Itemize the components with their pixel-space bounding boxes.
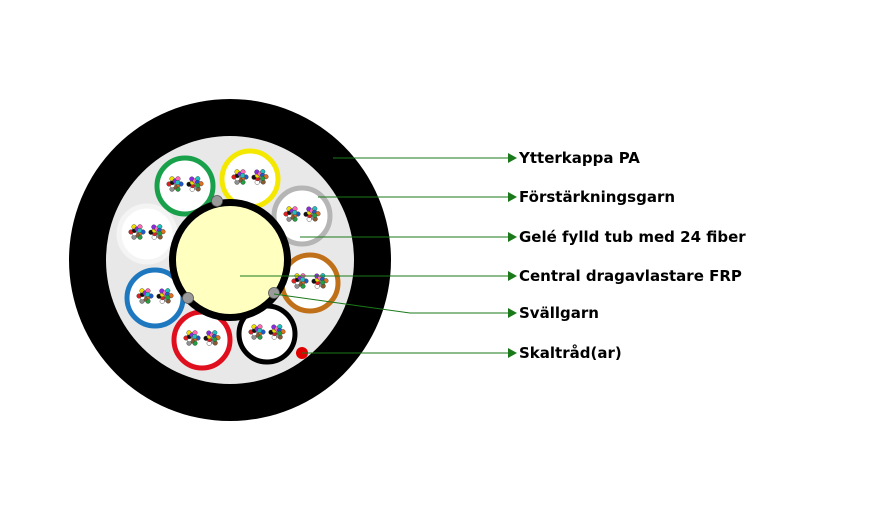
optical-fiber <box>292 209 298 215</box>
leader-swelling-yarn <box>273 293 508 314</box>
arrow-head <box>508 232 517 242</box>
fiber-bundle <box>268 324 286 340</box>
fiber-bundle <box>156 288 174 304</box>
fiber-bundle <box>251 169 269 185</box>
arrow-head <box>508 348 517 358</box>
fiber-bundle <box>166 176 184 192</box>
tube-ring-white <box>116 203 178 265</box>
swelling-yarn-dot <box>268 287 280 299</box>
optical-fiber <box>195 182 201 188</box>
label-strength-yarn: Förstärkningsgarn <box>519 188 675 206</box>
tube-ring-gray <box>271 185 333 247</box>
optical-fiber <box>312 212 318 218</box>
swelling-yarn-dot <box>182 292 194 304</box>
optical-fiber <box>260 175 266 181</box>
fiber-bundle <box>186 176 204 192</box>
fiber-bundle <box>311 273 329 289</box>
loose-tubes <box>116 148 341 371</box>
leader-lines <box>240 153 517 358</box>
label-swelling-yarn: Svällgarn <box>519 304 599 322</box>
fiber-bundle <box>128 224 146 240</box>
fiber-bundle <box>248 324 266 340</box>
arrow-head <box>508 271 517 281</box>
cable-cross-section <box>69 99 391 421</box>
fiber-bundle <box>203 330 221 346</box>
optical-fiber <box>165 294 171 300</box>
optical-fiber <box>175 179 181 185</box>
optical-fiber <box>300 277 306 283</box>
optical-fiber <box>212 336 218 342</box>
loose-tube-gray <box>271 185 333 247</box>
label-central-member: Central dragavlastare FRP <box>519 267 742 285</box>
arrow-head <box>508 308 517 318</box>
label-ripcord: Skaltråd(ar) <box>519 344 622 362</box>
tube-ring-yellow <box>219 148 281 210</box>
optical-fiber <box>320 279 326 285</box>
label-outer-jacket: Ytterkappa PA <box>518 149 640 167</box>
swelling-yarns <box>182 195 280 304</box>
loose-tube-green <box>154 155 216 217</box>
optical-fiber <box>257 328 263 334</box>
loose-tube-yellow <box>219 148 281 210</box>
loose-tube-white <box>116 203 178 265</box>
optical-fiber <box>145 292 151 298</box>
label-gel-tube: Gelé fylld tub med 24 fiber <box>519 228 746 246</box>
component-labels: Ytterkappa PA Förstärkningsgarn Gelé fyl… <box>518 149 746 362</box>
optical-fiber <box>157 230 163 236</box>
fiber-bundle <box>148 224 166 240</box>
optical-fiber <box>137 227 143 233</box>
arrow-head <box>508 192 517 202</box>
optical-fiber <box>240 172 246 178</box>
fiber-bundle <box>136 288 154 304</box>
fiber-bundle <box>231 169 249 185</box>
central-strength-member <box>176 206 284 314</box>
fiber-bundle <box>283 206 301 222</box>
fiber-bundle <box>291 273 309 289</box>
loose-tube-black <box>236 303 298 365</box>
fiber-bundle <box>183 330 201 346</box>
swelling-yarn-dot <box>211 195 223 207</box>
arrow-head <box>508 153 517 163</box>
fiber-bundle <box>303 206 321 222</box>
optical-fiber <box>192 334 198 340</box>
tube-ring-green <box>154 155 216 217</box>
optical-fiber <box>277 330 283 336</box>
